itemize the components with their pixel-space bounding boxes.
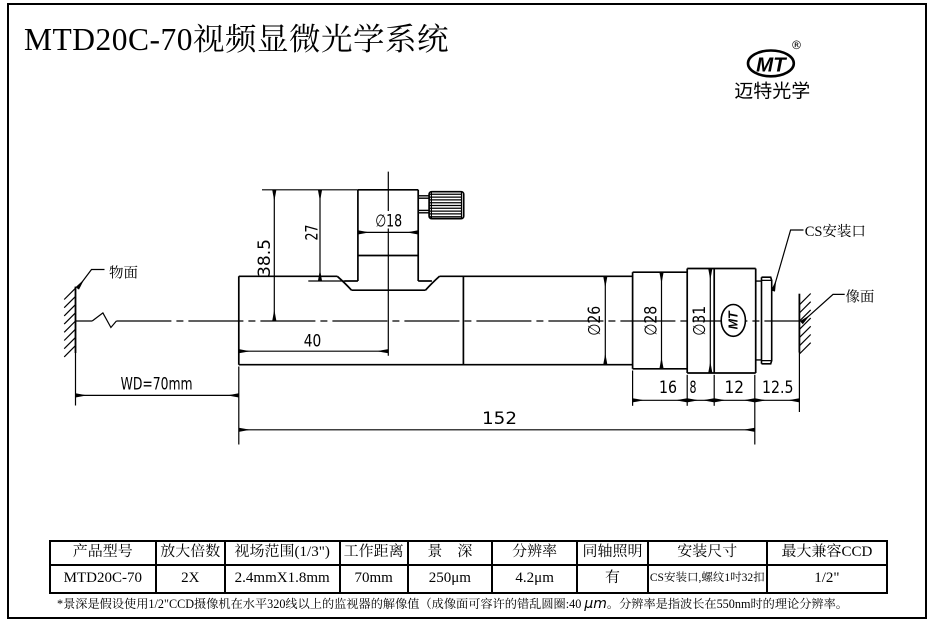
sheet-border xyxy=(6,2,927,619)
table-header-8: 最大兼容CCD xyxy=(765,539,889,566)
dim-12-5-text: 12.5 xyxy=(762,378,794,398)
table-cell-3: 70mm xyxy=(338,563,409,594)
company-logo: MT ® 迈特光学 xyxy=(734,38,810,103)
saddle-right-curve xyxy=(424,275,441,291)
dimension-lines xyxy=(75,189,800,432)
footnote-suffix: 。分辨率是指波长在550nm时的理论分辨率。 xyxy=(606,597,848,611)
table-header-2: 视场范围(1/3") xyxy=(223,539,341,566)
table-header-1: 放大倍数 xyxy=(154,539,226,566)
saddle-left-curve xyxy=(336,275,353,291)
dim-31-text: ∅31 xyxy=(690,306,710,336)
footnote-unit: μm xyxy=(584,596,607,612)
leader-lines xyxy=(75,229,845,325)
footnote: *景深是假设使用1/2"CCD摄像机在水平320线以上的监视器的解像值（成像面可… xyxy=(57,597,848,612)
object-plane-label: 物面 xyxy=(109,265,138,282)
object-wall-hatch xyxy=(63,287,76,358)
table-header-5: 分辨率 xyxy=(491,539,579,566)
image-plane-label: 像面 xyxy=(845,289,874,306)
barrel-logo: MT xyxy=(720,303,747,338)
leader-cs-mount xyxy=(770,229,804,292)
table-header-0: 产品型号 xyxy=(48,539,157,566)
knob-knurling xyxy=(429,193,462,218)
leader-image-plane xyxy=(799,293,845,325)
dim-38-5-text: 38.5 xyxy=(255,239,275,277)
dim-28-text: ∅28 xyxy=(641,306,661,336)
knob-body xyxy=(428,190,465,220)
table-cell-6: 有 xyxy=(576,563,649,594)
dim-40-text: 40 xyxy=(304,331,322,351)
dim-12-text: 12 xyxy=(725,378,745,398)
barrel-logo-ellipse xyxy=(720,303,747,338)
leader-object-plane xyxy=(75,268,105,290)
logo-company-name: 迈特光学 xyxy=(734,81,810,103)
center-line-break xyxy=(91,312,117,329)
table-cell-1: 2X xyxy=(154,563,226,594)
dim-18-text: ∅18 xyxy=(375,211,402,231)
logo-ellipse xyxy=(746,49,796,78)
cs-mount-label: CS安装口 xyxy=(805,223,866,240)
dim-152-text: 152 xyxy=(482,409,517,429)
footnote-marker: * xyxy=(57,597,64,611)
registered-icon: ® xyxy=(791,38,803,52)
footnote-body: 景深是假设使用1/2"CCD摄像机在水平320线以上的监视器的解像值（成像面可容… xyxy=(63,597,585,611)
table-header-row: 产品型号放大倍数视场范围(1/3")工作距离景 深分辨率同轴照明安装尺寸最大兼容… xyxy=(48,539,889,566)
flange-inner-lines xyxy=(761,279,772,362)
flange-collar xyxy=(755,280,762,361)
spec-table: 产品型号放大倍数视场范围(1/3")工作距离景 深分辨率同轴照明安装尺寸最大兼容… xyxy=(48,539,889,594)
table-cell-0: MTD20C-70 xyxy=(48,563,157,594)
table-cell-7: CS安装口,螺纹1吋32扣 xyxy=(646,563,768,594)
table-header-3: 工作距离 xyxy=(338,539,409,566)
barrel-logo-text: MT xyxy=(726,310,740,329)
dim-wd-text: WD=70mm xyxy=(121,375,193,395)
table-header-6: 同轴照明 xyxy=(576,539,649,566)
table-header-7: 安装尺寸 xyxy=(646,539,768,566)
image-wall-hatch xyxy=(798,293,812,355)
table-cell-8: 1/2" xyxy=(765,563,889,594)
dim-16-text: 16 xyxy=(659,378,677,398)
table-cell-4: 250μm xyxy=(406,563,494,594)
page-title: MTD20C-70视频显微光学系统 xyxy=(24,22,449,57)
table-header-4: 景 深 xyxy=(406,539,494,566)
dim-8-text: 8 xyxy=(690,378,697,398)
thin-lines xyxy=(63,171,812,445)
logo-mark: MT xyxy=(756,54,787,77)
dim-18-backing xyxy=(372,211,405,229)
table-cell-5: 4.2μm xyxy=(491,563,579,594)
table-cell-2: 2.4mmX1.8mm xyxy=(223,563,341,594)
dim-26-text: ∅26 xyxy=(585,306,605,336)
dim-27-text: 27 xyxy=(303,225,323,241)
object-lines xyxy=(74,188,801,374)
